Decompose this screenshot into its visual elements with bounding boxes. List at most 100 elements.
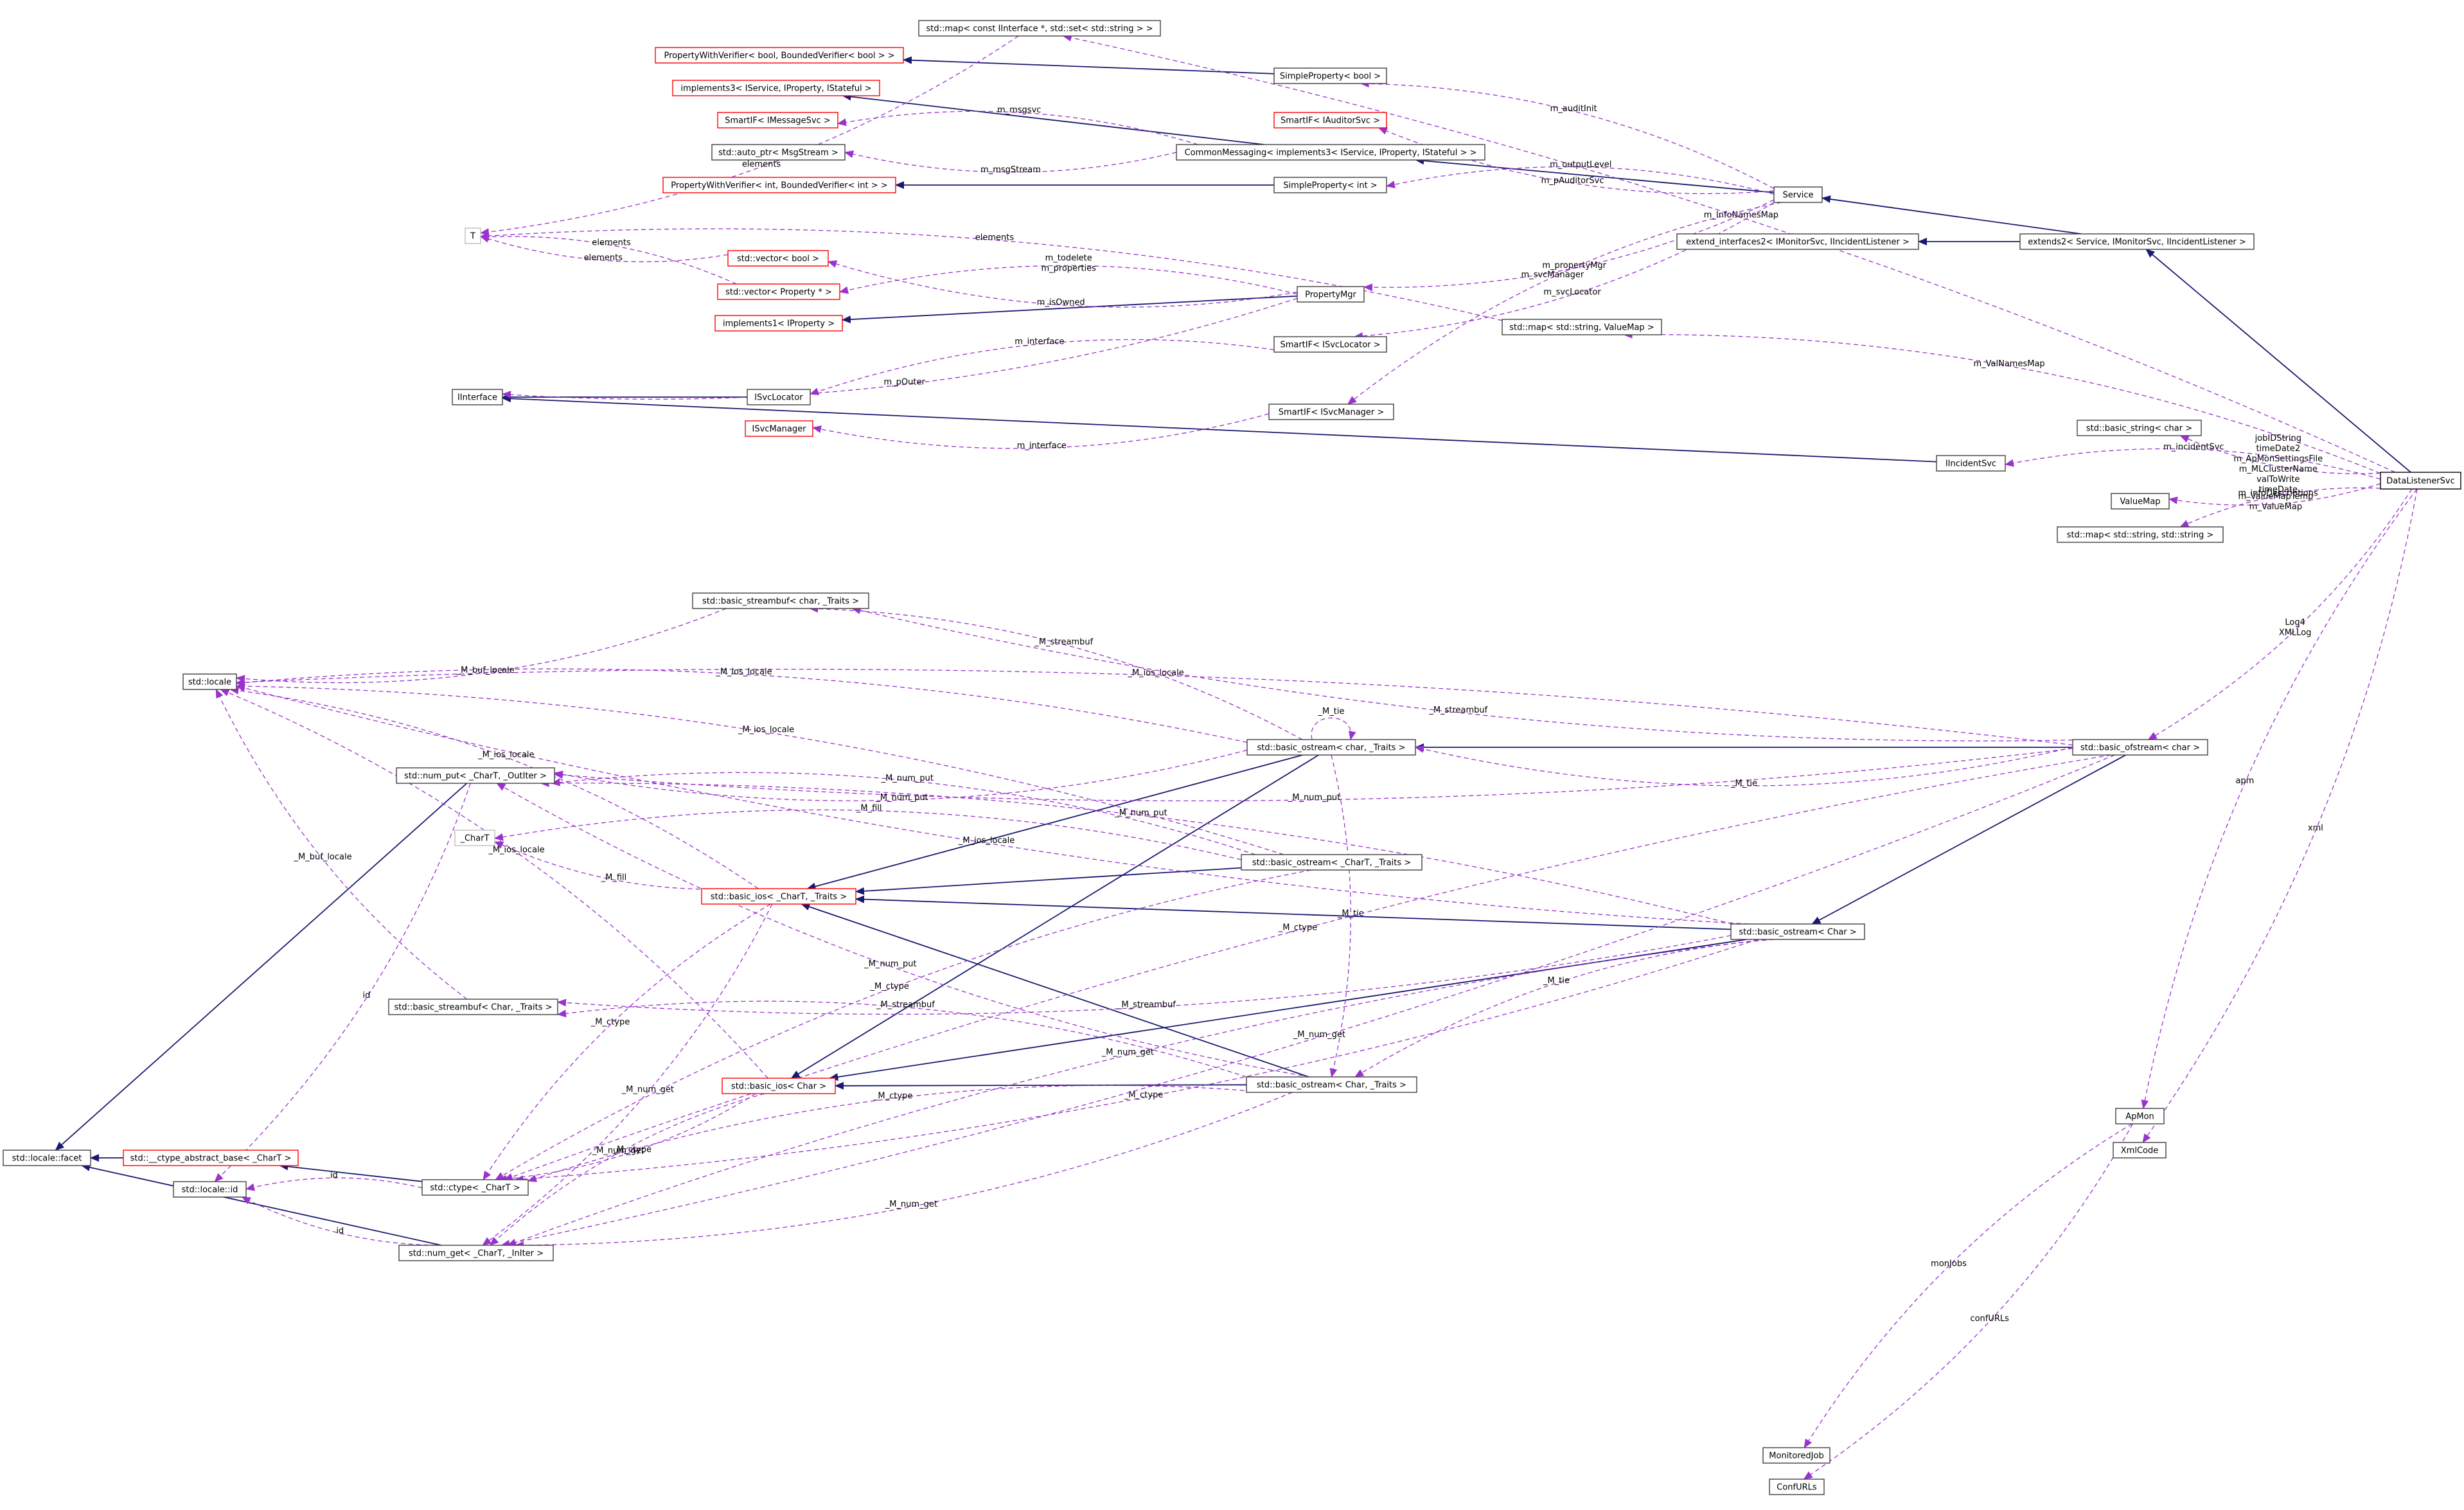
edge-numput-to-facet bbox=[55, 783, 468, 1151]
edge-line bbox=[1804, 1123, 2132, 1448]
class-node-bos_Char_traits[interactable]: std::basic_ostream< Char, _Traits > bbox=[1246, 1076, 1417, 1093]
edge-DataListenerSvc-to-XmlCode: xml bbox=[2142, 488, 2418, 1143]
class-node-T[interactable]: T bbox=[465, 227, 481, 244]
node-box bbox=[1730, 923, 1865, 940]
class-node-ctype[interactable]: std::ctype< _CharT > bbox=[421, 1179, 529, 1196]
class-node-MonitoredJob[interactable]: MonitoredJob bbox=[1762, 1447, 1830, 1464]
edge-ctype-to-localeid: id bbox=[245, 1171, 423, 1191]
class-node-extends2[interactable]: extends2< Service, IMonitorSvc, IInciden… bbox=[2019, 233, 2255, 250]
edge-label: _M_num_get bbox=[592, 1146, 644, 1155]
class-node-PropMgr[interactable]: PropertyMgr bbox=[1297, 286, 1365, 303]
class-node-SPbool[interactable]: SimpleProperty< bool > bbox=[1273, 67, 1387, 84]
class-node-mapstrstr[interactable]: std::map< std::string, std::string > bbox=[2057, 526, 2224, 543]
node-box bbox=[2072, 739, 2208, 756]
class-node-SIF_IAud[interactable]: SmartIF< IAuditorSvc > bbox=[1273, 112, 1387, 129]
edge-line bbox=[1415, 157, 1775, 193]
class-node-basicstring[interactable]: std::basic_string< char > bbox=[2077, 420, 2202, 436]
edge-label: valToWrite bbox=[2256, 475, 2300, 484]
edge-label: _M_num_get bbox=[1293, 1030, 1345, 1040]
class-node-DataListenerSvc[interactable]: DataListenerSvc bbox=[2380, 472, 2461, 490]
node-box bbox=[2113, 1142, 2167, 1159]
class-node-bos_char_traits[interactable]: std::basic_ostream< char, _Traits > bbox=[1246, 739, 1416, 756]
node-box bbox=[465, 227, 481, 244]
edge-line bbox=[1354, 939, 1775, 1078]
edge-line bbox=[842, 295, 1298, 324]
class-node-impl1[interactable]: implements1< IProperty > bbox=[714, 315, 843, 332]
node-box bbox=[2115, 1108, 2165, 1124]
node-label: SimpleProperty< bool > bbox=[1280, 72, 1381, 82]
edge-line bbox=[496, 783, 1311, 1078]
edge-bofstream-to-bostream_char bbox=[1811, 754, 2127, 925]
class-node-SIF_ISvcMgr[interactable]: SmartIF< ISvcManager > bbox=[1268, 404, 1394, 420]
edge-line bbox=[839, 265, 1298, 295]
node-box bbox=[123, 1150, 299, 1166]
class-node-locale[interactable]: std::locale bbox=[182, 673, 237, 690]
node-label: std::basic_ostream< Char > bbox=[1739, 928, 1856, 937]
class-node-numput[interactable]: std::num_put< _CharT, _OutIter > bbox=[396, 767, 555, 784]
node-label: std::__ctype_abstract_base< _CharT > bbox=[130, 1154, 292, 1164]
edge-label: confURLs bbox=[1970, 1314, 2009, 1324]
class-node-bsb_Char[interactable]: std::basic_streambuf< Char, _Traits > bbox=[388, 999, 558, 1015]
edge-label: _M_num_get bbox=[885, 1200, 937, 1209]
edge-label: _M_tie bbox=[1337, 909, 1364, 918]
class-node-vecprop[interactable]: std::vector< Property * > bbox=[717, 283, 840, 300]
edge-bos_CharT_traits-to-ctype: _M_ctype bbox=[495, 869, 1312, 1180]
node-box bbox=[662, 177, 896, 193]
edge-label: m_svcManager bbox=[1521, 271, 1584, 280]
class-node-vecbool[interactable]: std::vector< bool > bbox=[727, 250, 829, 267]
class-node-XmlCode[interactable]: XmlCode bbox=[2113, 1142, 2167, 1159]
class-node-bos_CharT_traits[interactable]: std::basic_ostream< _CharT, _Traits > bbox=[1241, 854, 1423, 871]
class-node-bsb_traits[interactable]: std::basic_streambuf< char, _Traits > bbox=[692, 592, 869, 609]
class-node-Service[interactable]: Service bbox=[1773, 186, 1823, 203]
class-node-SIF_IMsg[interactable]: SmartIF< IMessageSvc > bbox=[717, 112, 838, 129]
class-node-CharT[interactable]: _CharT bbox=[454, 830, 495, 846]
node-label: std::vector< Property * > bbox=[725, 288, 832, 298]
class-node-IIncidentSvc[interactable]: IIncidentSvc bbox=[1936, 455, 2006, 472]
edge-label: m_auditInit bbox=[1550, 104, 1597, 114]
class-node-ValueMap[interactable]: ValueMap bbox=[2111, 493, 2170, 510]
class-node-SIF_ISvcLoc[interactable]: SmartIF< ISvcLocator > bbox=[1273, 336, 1387, 353]
class-node-IInterface[interactable]: IInterface bbox=[452, 389, 503, 405]
class-node-bofstream[interactable]: std::basic_ofstream< char > bbox=[2072, 739, 2208, 756]
edge-bios_CharT-to-ctype: _M_ctype bbox=[483, 903, 771, 1180]
class-node-numget[interactable]: std::num_get< _CharT, _InIter > bbox=[398, 1245, 554, 1261]
class-node-facet[interactable]: std::locale::facet bbox=[3, 1150, 91, 1166]
class-node-CommonMsg[interactable]: CommonMessaging< implements3< IService, … bbox=[1176, 144, 1485, 161]
edge-vecbool-to-T: elements bbox=[480, 235, 729, 263]
class-node-ConfURLs[interactable]: ConfURLs bbox=[1769, 1479, 1825, 1495]
edge-label: monJobs bbox=[1931, 1259, 1967, 1268]
class-node-map_IInterface[interactable]: std::map< const IInterface *, std::set< … bbox=[918, 20, 1161, 37]
class-node-PVint[interactable]: PropertyWithVerifier< int, BoundedVerifi… bbox=[662, 177, 896, 193]
edge-bos_CharT_traits-to-CharT: _M_fill bbox=[494, 803, 1242, 860]
node-label: std::basic_ostream< char, _Traits > bbox=[1257, 743, 1406, 753]
class-node-bios_Char[interactable]: std::basic_ios< Char > bbox=[722, 1078, 836, 1094]
edge-bostream_char-to-locale: _M_ios_locale bbox=[236, 684, 1749, 925]
edge-bos_Char_traits-to-bsb_Char: _M_streambuf bbox=[557, 1000, 1247, 1078]
class-node-ApMon[interactable]: ApMon bbox=[2115, 1108, 2165, 1124]
node-label: T bbox=[470, 232, 475, 242]
class-node-ISvcLocator[interactable]: ISvcLocator bbox=[747, 389, 811, 405]
class-node-autoptr[interactable]: std::auto_ptr< MsgStream > bbox=[711, 144, 846, 161]
class-node-bostream_char[interactable]: std::basic_ostream< Char > bbox=[1730, 923, 1865, 940]
edge-line bbox=[855, 867, 1242, 895]
node-box bbox=[2057, 526, 2224, 543]
edge-SIF_ISvcLoc-to-ISvcLocator: m_interface bbox=[810, 337, 1275, 395]
class-node-ctypebase[interactable]: std::__ctype_abstract_base< _CharT > bbox=[123, 1150, 299, 1166]
class-node-PVbool[interactable]: PropertyWithVerifier< bool, BoundedVerif… bbox=[655, 47, 904, 64]
class-node-ISvcManager[interactable]: ISvcManager bbox=[745, 420, 813, 437]
node-box bbox=[1936, 455, 2006, 472]
node-box bbox=[745, 420, 813, 437]
class-node-extIf2[interactable]: extend_interfaces2< IMonitorSvc, IIncide… bbox=[1676, 233, 1919, 250]
class-node-bios_CharT[interactable]: std::basic_ios< _CharT, _Traits > bbox=[701, 888, 856, 905]
class-node-impl3[interactable]: implements3< IService, IProperty, IState… bbox=[672, 80, 880, 96]
edge-label: m_InfoNamesMap bbox=[1704, 210, 1778, 220]
edge-line bbox=[1386, 166, 1775, 195]
edge-label: m_todelete bbox=[1045, 253, 1092, 263]
node-box bbox=[388, 999, 558, 1015]
class-node-SPint[interactable]: SimpleProperty< int > bbox=[1273, 177, 1387, 193]
class-node-mapValueMap[interactable]: std::map< std::string, ValueMap > bbox=[1502, 319, 1662, 335]
edge-label: m_isOwned bbox=[1037, 298, 1085, 308]
class-node-localeid[interactable]: std::locale::id bbox=[173, 1181, 247, 1198]
edges-layer: m_InfoNamesMapelementsm_auditInitm_pAudi… bbox=[55, 33, 2418, 1480]
